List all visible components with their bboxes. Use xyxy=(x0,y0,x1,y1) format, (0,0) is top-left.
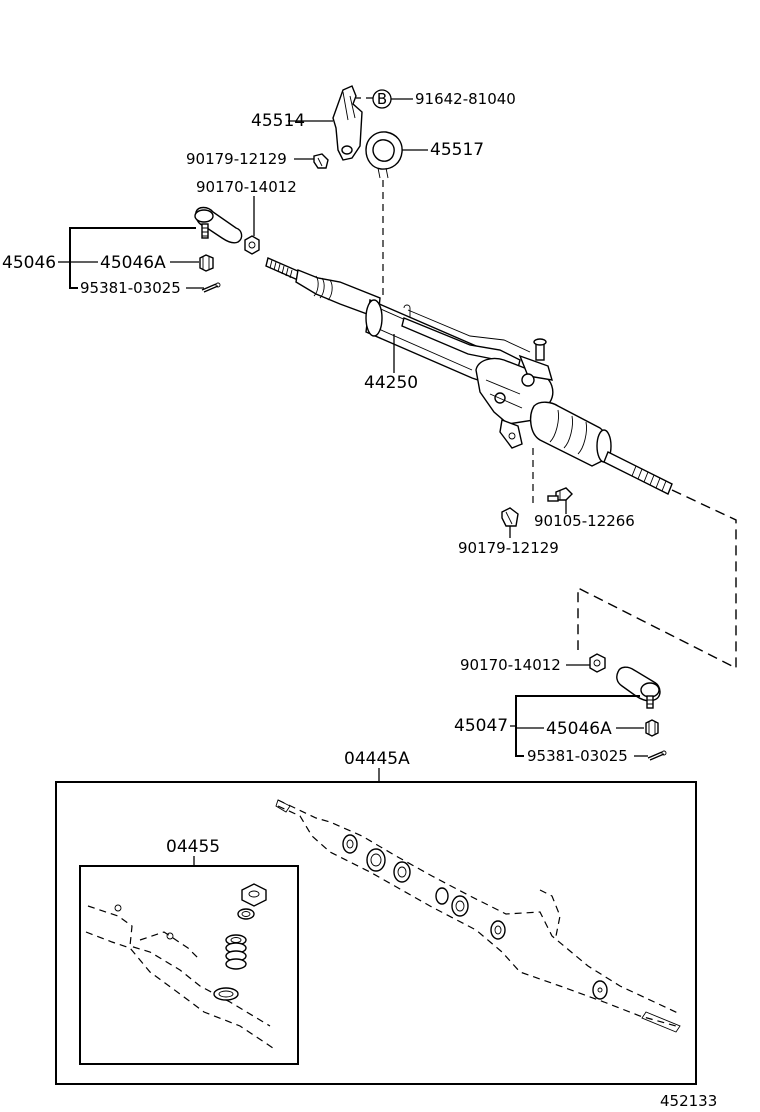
kit-seal-ring-2[interactable] xyxy=(366,848,386,872)
label-44250[interactable]: 44250 xyxy=(364,373,418,393)
tie-rod-end-right[interactable] xyxy=(616,666,661,709)
cotter-pin-95381-bottom[interactable] xyxy=(647,750,667,761)
label-90179-12129-top[interactable]: 90179-12129 xyxy=(186,150,287,168)
label-95381-03025-bottom[interactable]: 95381-03025 xyxy=(527,747,628,765)
label-90105-12266[interactable]: 90105-12266 xyxy=(534,512,635,530)
bolt-90179-bottom[interactable] xyxy=(501,507,519,527)
ref-b-circle: B xyxy=(372,89,392,109)
kit-seal-ring-5[interactable] xyxy=(451,895,469,917)
subkit-nut-top[interactable] xyxy=(241,883,267,907)
figure-number: 452133 xyxy=(660,1092,717,1110)
kit-seal-ring-4[interactable] xyxy=(435,887,449,905)
label-91642-81040[interactable]: 91642-81040 xyxy=(415,90,516,108)
clamp-45517[interactable] xyxy=(365,131,403,179)
kit-seal-ring-6[interactable] xyxy=(490,920,506,940)
label-45046A-top[interactable]: 45046A xyxy=(100,253,166,273)
kit-box-04445A[interactable] xyxy=(55,781,697,1085)
nut-90170-bottom[interactable] xyxy=(589,653,606,673)
label-45046[interactable]: 45046 xyxy=(2,253,56,273)
ref-b-text: B xyxy=(377,90,387,108)
kit-seal-ring-7[interactable] xyxy=(592,980,608,1000)
label-45517[interactable]: 45517 xyxy=(430,140,484,160)
subkit-oring-large[interactable] xyxy=(213,987,239,1001)
label-95381-03025-top[interactable]: 95381-03025 xyxy=(80,279,181,297)
subkit-valve-silhouette xyxy=(85,904,277,1051)
kit-seal-ring-1[interactable] xyxy=(342,834,358,854)
kit-box-04455[interactable] xyxy=(79,865,299,1065)
nut-90170-top[interactable] xyxy=(244,235,260,255)
rack-assembly-44250[interactable] xyxy=(265,257,673,495)
bolt-90179-top[interactable] xyxy=(313,153,329,169)
kit-rack-silhouette xyxy=(275,799,681,1033)
label-04455[interactable]: 04455 xyxy=(166,837,220,857)
label-90170-14012-bottom[interactable]: 90170-14012 xyxy=(460,656,561,674)
label-45514[interactable]: 45514 xyxy=(251,111,305,131)
bolt-90105[interactable] xyxy=(547,487,573,502)
label-45046A-bottom[interactable]: 45046A xyxy=(546,719,612,739)
bracket-45046 xyxy=(69,227,196,289)
dash-rack-to-right-tierod xyxy=(577,489,737,670)
subkit-seal-stack[interactable] xyxy=(225,934,247,970)
bracket-45514[interactable] xyxy=(332,85,363,161)
castle-nut-45046A-bottom[interactable] xyxy=(645,719,659,737)
kit-seal-ring-3[interactable] xyxy=(393,861,411,883)
castle-nut-45046A-top[interactable] xyxy=(199,254,214,272)
label-45047[interactable]: 45047 xyxy=(454,716,508,736)
label-04445A[interactable]: 04445A xyxy=(344,749,410,769)
subkit-washer[interactable] xyxy=(237,908,255,920)
label-90179-12129-bottom[interactable]: 90179-12129 xyxy=(458,539,559,557)
cotter-pin-95381-top[interactable] xyxy=(201,282,221,293)
label-90170-14012-top[interactable]: 90170-14012 xyxy=(196,178,297,196)
tie-rod-end-left[interactable] xyxy=(194,206,243,244)
